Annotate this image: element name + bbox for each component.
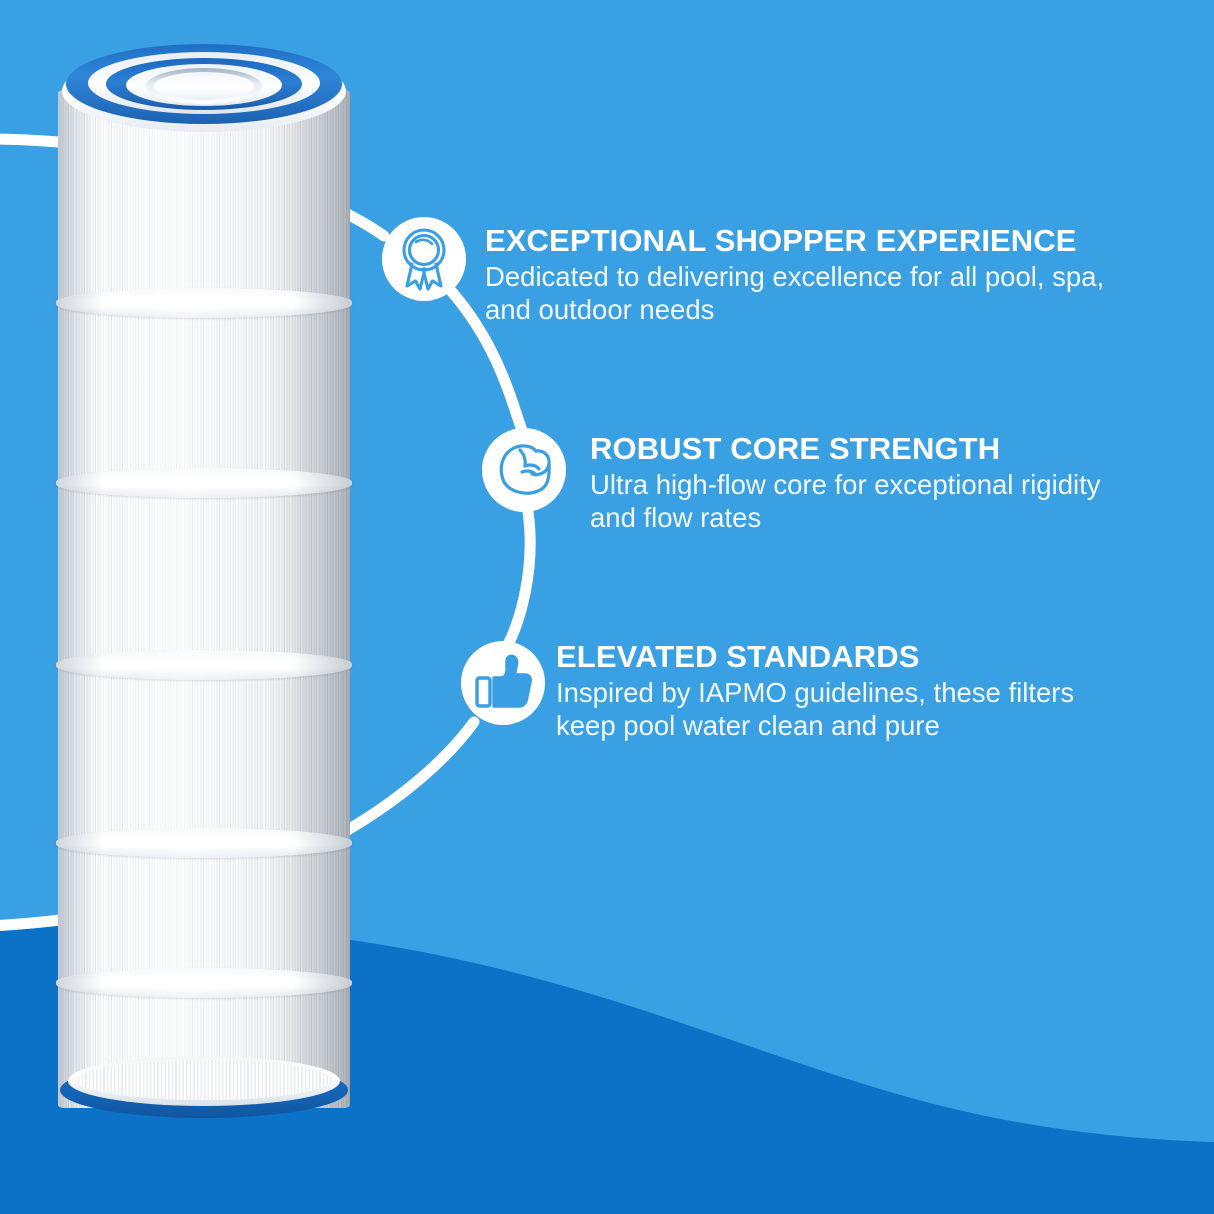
- filter-top-cap: [62, 38, 346, 142]
- feature-3-desc-line: Inspired by IAPMO guidelines, these filt…: [556, 677, 1075, 708]
- bottom-cap-pleats: [76, 1060, 332, 1100]
- badge-1: [382, 217, 466, 301]
- feature-1-desc-line: and outdoor needs: [485, 294, 715, 325]
- feature-1-title: EXCEPTIONAL SHOPPER EXPERIENCE: [485, 223, 1077, 258]
- feature-1: EXCEPTIONAL SHOPPER EXPERIENCE Dedicated…: [485, 224, 1104, 326]
- award-ribbon-icon: [402, 228, 446, 291]
- filter-bottom-cap: [60, 1056, 348, 1122]
- badge-3: [461, 641, 545, 725]
- filter-band: [56, 468, 352, 498]
- filter-pleated-body: [58, 90, 350, 1108]
- feature-2: ROBUST CORE STRENGTH Ultra high-flow cor…: [590, 432, 1101, 534]
- flexed-bicep-icon: [499, 444, 551, 495]
- feature-2-desc-line: and flow rates: [590, 502, 762, 533]
- feature-3-title: ELEVATED STANDARDS: [556, 639, 920, 674]
- filter-band: [56, 968, 352, 998]
- pool-filter-cartridge-image: [56, 38, 352, 1118]
- filter-band: [56, 288, 352, 318]
- feature-2-desc-line: Ultra high-flow core for exceptional rig…: [590, 469, 1101, 500]
- feature-3-description: Inspired by IAPMO guidelines, these filt…: [556, 676, 1074, 742]
- feature-1-desc-line: Dedicated to delivering excellence for a…: [485, 261, 1105, 292]
- feature-3: ELEVATED STANDARDS Inspired by IAPMO gui…: [556, 640, 1074, 742]
- filter-band: [56, 828, 352, 858]
- feature-2-title: ROBUST CORE STRENGTH: [590, 431, 1001, 466]
- feature-3-desc-line: keep pool water clean and pure: [556, 710, 940, 741]
- filter-band: [56, 650, 352, 680]
- feature-2-description: Ultra high-flow core for exceptional rig…: [590, 468, 1101, 534]
- feature-1-description: Dedicated to delivering excellence for a…: [485, 260, 1104, 326]
- thumbs-up-icon: [475, 654, 532, 708]
- badge-2: [482, 428, 566, 512]
- cap-center-hole-inner: [154, 72, 254, 100]
